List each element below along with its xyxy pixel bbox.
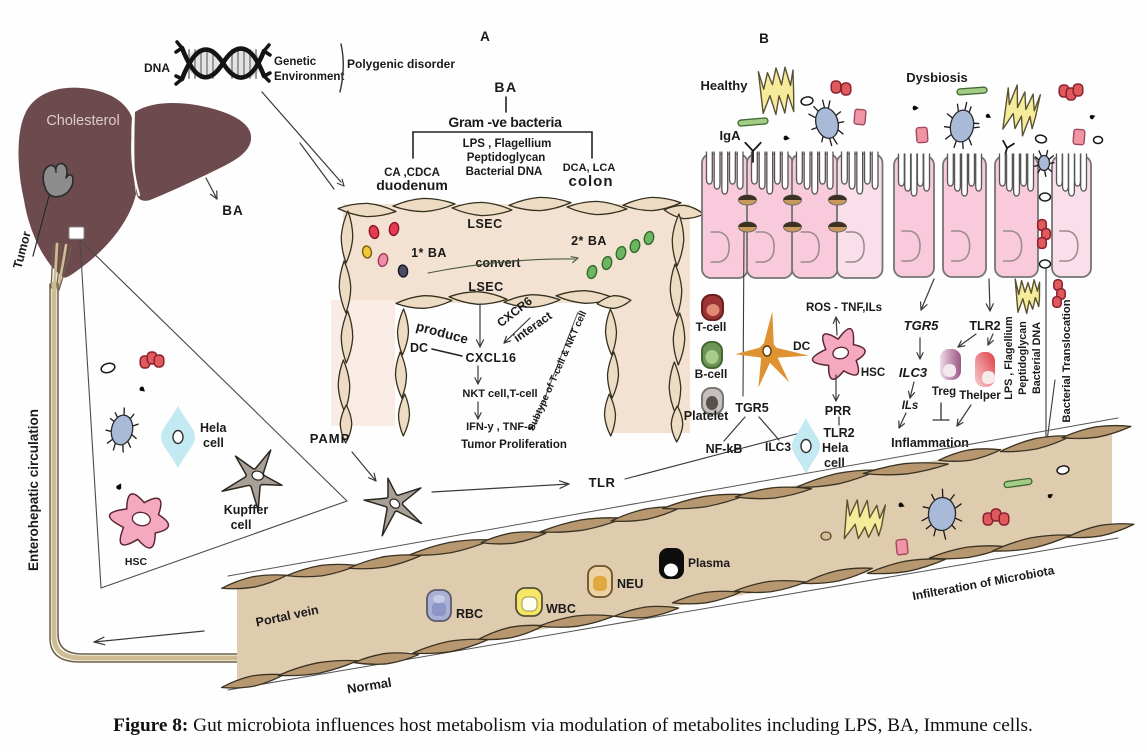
svg-text:Tumor Proliferation: Tumor Proliferation bbox=[461, 439, 567, 451]
svg-text:ILC3: ILC3 bbox=[899, 365, 928, 380]
svg-text:Healthy: Healthy bbox=[701, 78, 749, 93]
svg-text:Kupffer: Kupffer bbox=[224, 503, 269, 517]
svg-text:PRR: PRR bbox=[825, 404, 851, 418]
svg-text:WBC: WBC bbox=[546, 602, 576, 616]
svg-text:HSC: HSC bbox=[125, 556, 148, 568]
svg-text:Peptidoglycan: Peptidoglycan bbox=[467, 152, 546, 164]
svg-text:DC: DC bbox=[793, 339, 811, 353]
svg-text:colon: colon bbox=[569, 173, 614, 190]
svg-text:DNA: DNA bbox=[144, 61, 170, 75]
svg-text:Peptidoglycan: Peptidoglycan bbox=[1017, 321, 1029, 395]
svg-text:IgA: IgA bbox=[720, 128, 742, 143]
svg-text:PAMP: PAMP bbox=[310, 431, 351, 446]
svg-text:B: B bbox=[759, 31, 769, 46]
svg-text:Inflammation: Inflammation bbox=[891, 436, 969, 450]
svg-text:TLR2: TLR2 bbox=[969, 319, 1000, 333]
svg-text:RBC: RBC bbox=[456, 607, 483, 621]
svg-text:NEU: NEU bbox=[617, 577, 643, 591]
svg-text:Platelet: Platelet bbox=[684, 409, 729, 423]
svg-text:ILC3: ILC3 bbox=[765, 440, 791, 454]
svg-text:Treg: Treg bbox=[932, 386, 956, 398]
svg-text:NF-kB: NF-kB bbox=[706, 442, 743, 456]
svg-text:cell: cell bbox=[203, 436, 224, 450]
svg-text:BA: BA bbox=[494, 79, 517, 95]
svg-text:Bacterial DNA: Bacterial DNA bbox=[466, 166, 543, 178]
svg-text:Hela: Hela bbox=[822, 441, 849, 455]
svg-text:TLR: TLR bbox=[589, 475, 616, 490]
svg-text:TLR2: TLR2 bbox=[823, 426, 854, 440]
svg-text:LPS , Flagellium: LPS , Flagellium bbox=[1003, 316, 1015, 399]
svg-text:Gram -ve bacteria: Gram -ve bacteria bbox=[448, 114, 562, 130]
svg-text:TGR5: TGR5 bbox=[904, 318, 939, 333]
svg-text:duodenum: duodenum bbox=[376, 177, 448, 193]
svg-text:Plasma: Plasma bbox=[688, 556, 730, 570]
svg-text:DC: DC bbox=[410, 341, 428, 355]
svg-text:Dysbiosis: Dysbiosis bbox=[906, 70, 967, 85]
svg-text:LPS , Flagellium: LPS , Flagellium bbox=[463, 138, 552, 150]
svg-text:Polygenic disorder: Polygenic disorder bbox=[347, 57, 455, 71]
svg-text:CXCL16: CXCL16 bbox=[466, 351, 517, 365]
svg-text:Thelper: Thelper bbox=[959, 390, 1001, 402]
svg-text:Environment: Environment bbox=[274, 71, 344, 83]
svg-text:Cholesterol: Cholesterol bbox=[46, 113, 119, 129]
svg-text:A: A bbox=[480, 29, 490, 44]
svg-text:ROS - TNF,ILs: ROS - TNF,ILs bbox=[806, 302, 882, 314]
svg-text:LSEC: LSEC bbox=[467, 217, 502, 231]
svg-text:Bacterial DNA: Bacterial DNA bbox=[1031, 322, 1043, 394]
svg-text:B-cell: B-cell bbox=[695, 367, 728, 381]
svg-text:ILs: ILs bbox=[902, 400, 919, 412]
svg-text:T-cell: T-cell bbox=[696, 320, 727, 334]
svg-text:TGR5: TGR5 bbox=[735, 401, 768, 415]
svg-text:Genetic: Genetic bbox=[274, 56, 317, 68]
svg-text:Figure 8: Gut microbiota influ: Figure 8: Gut microbiota influences host… bbox=[113, 715, 1033, 736]
svg-text:Hela: Hela bbox=[200, 421, 227, 435]
svg-text:BA: BA bbox=[222, 203, 244, 218]
svg-text:IFN-y , TNF-a: IFN-y , TNF-a bbox=[466, 421, 535, 433]
svg-text:Enterohepatic circulation: Enterohepatic circulation bbox=[26, 409, 41, 571]
svg-text:2* BA: 2* BA bbox=[571, 234, 607, 248]
svg-text:Bacterial Translocation: Bacterial Translocation bbox=[1061, 299, 1073, 422]
svg-text:cell: cell bbox=[231, 518, 252, 532]
svg-text:NKT cell,T-cell: NKT cell,T-cell bbox=[462, 388, 537, 400]
svg-text:HSC: HSC bbox=[861, 367, 885, 379]
svg-text:LSEC: LSEC bbox=[468, 280, 503, 294]
svg-text:1* BA: 1* BA bbox=[411, 246, 447, 260]
